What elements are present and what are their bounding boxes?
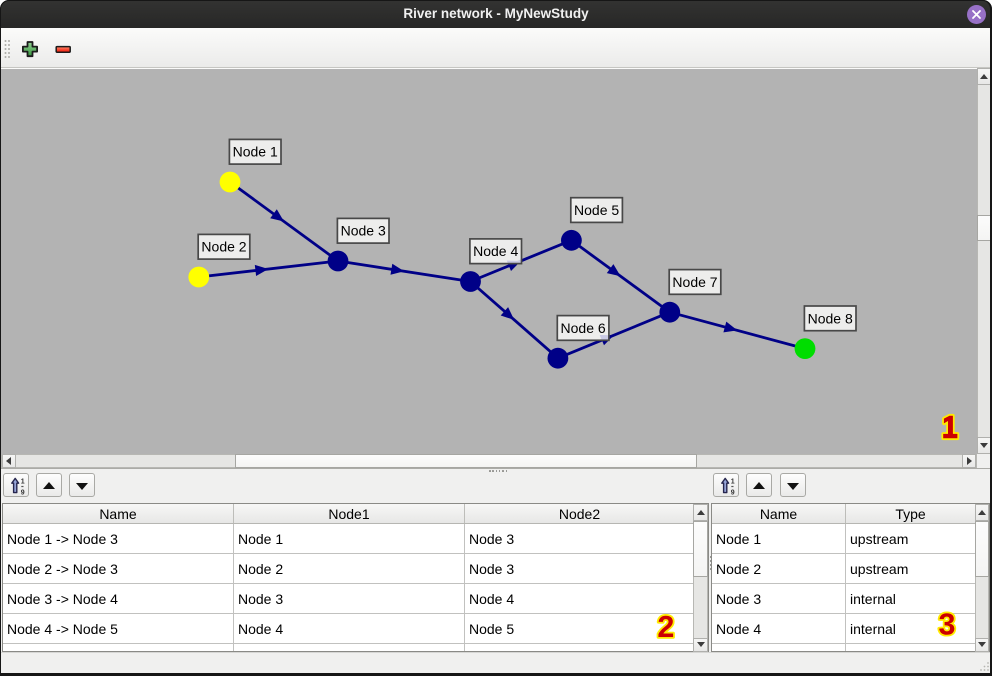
svg-text:Node 1: Node 1 [233, 144, 278, 160]
svg-text:Node 2: Node 2 [201, 239, 246, 255]
svg-text:Node 4: Node 4 [473, 243, 518, 259]
svg-text:1: 1 [21, 479, 25, 486]
svg-text:Node 8: Node 8 [808, 310, 853, 326]
svg-text:Node 6: Node 6 [561, 320, 606, 336]
svg-text:Node 7: Node 7 [672, 274, 717, 290]
svg-text:Node 3: Node 3 [341, 223, 386, 239]
svg-text:Node 5: Node 5 [574, 202, 619, 218]
svg-text:9: 9 [21, 489, 25, 496]
svg-text:1: 1 [731, 479, 735, 486]
svg-text:9: 9 [731, 489, 735, 496]
